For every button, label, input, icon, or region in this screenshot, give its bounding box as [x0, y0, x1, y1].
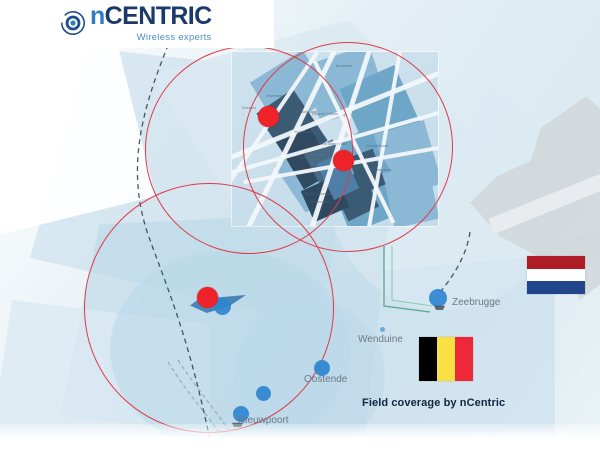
- slide-caption: Field coverage by nCentric: [362, 397, 506, 409]
- city-dot-middelkerke[interactable]: [256, 386, 271, 401]
- city-label-nieuwpoort: Nieuwpoort: [238, 415, 289, 426]
- city-dot-offshore[interactable]: [214, 298, 231, 315]
- netherlands-flag: [527, 256, 585, 295]
- city-label-wenduine: Wenduine: [358, 334, 403, 345]
- bottom-fade: [0, 424, 600, 450]
- logo-tagline: Wireless experts: [136, 31, 212, 43]
- city-dot-nieuwpoort[interactable]: [233, 406, 249, 422]
- coverage-marker-port-west[interactable]: [258, 106, 279, 127]
- ncentric-logo[interactable]: nCENTRIC Wireless experts: [52, 0, 274, 48]
- belgium-flag: [419, 337, 473, 381]
- city-dot-wenduine[interactable]: [380, 327, 385, 332]
- coverage-marker-coast[interactable]: [197, 287, 218, 308]
- city-dot-zeebrugge[interactable]: [429, 289, 447, 307]
- logo-wordmark: nCENTRIC: [90, 1, 213, 30]
- city-label-oostende: Oostende: [304, 374, 348, 385]
- logo-wordmark-prefix: n: [90, 1, 105, 30]
- coverage-marker-port-east[interactable]: [333, 150, 354, 171]
- city-label-zeebrugge: Zeebrugge: [452, 297, 501, 308]
- logo-wordmark-rest: CENTRIC: [104, 1, 213, 30]
- city-dot-oostende[interactable]: [314, 360, 330, 376]
- ncentric-target-icon: [60, 10, 86, 36]
- port-icon-zeebrugge: [434, 305, 445, 310]
